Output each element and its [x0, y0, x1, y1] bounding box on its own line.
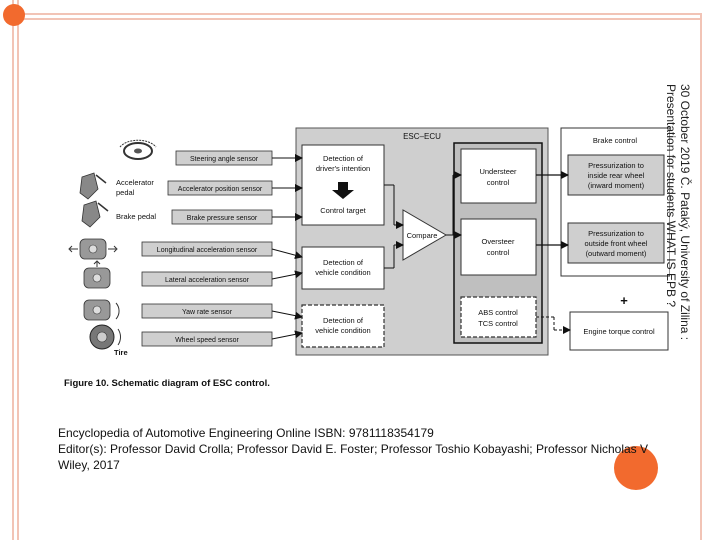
- driver-intention-line2: driver's intention: [316, 164, 370, 173]
- vertical-side-text: 30 October 2019 Č. Pataký, University of…: [664, 84, 694, 414]
- sensor-arrow: [271, 248, 303, 260]
- compare-label: Compare: [407, 231, 438, 240]
- engine-torque-label: Engine torque control: [583, 327, 655, 336]
- corner-dot: [3, 4, 25, 26]
- abs-control-label: ABS control: [478, 308, 518, 317]
- understeer-line2: control: [487, 178, 510, 187]
- sensor-brake-pressure-label: Brake pressure sensor: [187, 215, 258, 222]
- oversteer-line2: control: [487, 248, 510, 257]
- brake-pedal-label: Brake pedal: [116, 212, 156, 221]
- front-wheel-line3: (outward moment): [586, 249, 647, 258]
- rear-wheel-line1: Pressurization to: [588, 161, 644, 170]
- vehicle-condition2-line1: Detection of: [323, 316, 364, 325]
- car-lateral-icon: [83, 260, 111, 289]
- front-wheel-line1: Pressurization to: [588, 229, 644, 238]
- down-arrow-icon: [332, 182, 354, 199]
- car-longitudinal-icon: [68, 238, 118, 260]
- brake-control-label: Brake control: [593, 136, 638, 145]
- sensor-longitudinal-label: Longitudinal acceleration sensor: [157, 247, 258, 254]
- accelerator-label-line2: pedal: [116, 188, 135, 197]
- accelerator-label-line1: Accelerator: [116, 178, 154, 187]
- frame-line-left-inner: [17, 0, 19, 540]
- tire-icon: [89, 324, 122, 350]
- understeer-line1: Understeer: [479, 167, 517, 176]
- plus-sign: +: [620, 293, 628, 308]
- block-vehicle-condition-dashed: [301, 304, 385, 348]
- block-abs-tcs: [460, 296, 537, 338]
- rear-wheel-line3: (inward moment): [588, 181, 645, 190]
- sensor-arrow: [271, 310, 303, 320]
- tire-label: Tire: [114, 348, 128, 357]
- frame-line-top-inner: [12, 18, 702, 20]
- steering-wheel-icon: [119, 139, 157, 160]
- block-vehicle-condition: [301, 246, 385, 290]
- vehicle-condition2-line2: vehicle condition: [315, 326, 370, 335]
- rear-wheel-line2: inside rear wheel: [588, 171, 645, 180]
- accent-dot: [614, 446, 658, 490]
- driver-intention-line1: Detection of: [323, 154, 364, 163]
- tcs-control-label: TCS control: [478, 319, 518, 328]
- citation-line2: Editor(s): Professor David Crolla; Profe…: [58, 442, 649, 456]
- sensor-steering-label: Steering angle sensor: [190, 156, 259, 163]
- citation: Encyclopedia of Automotive Engineering O…: [58, 425, 648, 473]
- sensor-wheel-speed-label: Wheel speed sensor: [175, 337, 239, 344]
- vehicle-condition-line1: Detection of: [323, 258, 364, 267]
- side-text-line2: Presentation for students WHAT IS EPB ?: [664, 84, 678, 307]
- oversteer-line1: Oversteer: [482, 237, 515, 246]
- compare-triangle: [402, 209, 447, 261]
- sensor-lateral-label: Lateral acceleration sensor: [165, 277, 250, 284]
- control-target-label: Control target: [320, 206, 366, 215]
- accelerator-pedal-icon: [79, 172, 107, 200]
- citation-line1: Encyclopedia of Automotive Engineering O…: [58, 426, 434, 440]
- frame-line-right: [700, 13, 702, 540]
- block-oversteer: [460, 218, 537, 276]
- sensor-yaw-label: Yaw rate sensor: [182, 309, 233, 316]
- car-yaw-icon: [83, 299, 120, 321]
- block-understeer: [460, 148, 537, 204]
- frame-line-top: [12, 13, 702, 15]
- sensor-arrow: [271, 330, 303, 340]
- figure-caption: Figure 10. Schematic diagram of ESC cont…: [64, 378, 270, 389]
- brake-pedal-icon: [81, 200, 109, 228]
- sensor-arrow: [271, 270, 303, 280]
- frame-line-left: [12, 0, 14, 540]
- esc-control-diagram: ESC–ECU Detection of driver's intention …: [64, 127, 670, 389]
- citation-line3: Wiley, 2017: [58, 458, 120, 472]
- side-text-line1: 30 October 2019 Č. Pataký, University of…: [678, 84, 692, 341]
- vehicle-condition-line2: vehicle condition: [315, 268, 370, 277]
- front-wheel-line2: outside front wheel: [585, 239, 648, 248]
- ecu-title: ESC–ECU: [403, 132, 441, 141]
- block-engine-torque: [569, 311, 669, 351]
- sensor-accelerator-label: Accelerator position sensor: [178, 186, 263, 193]
